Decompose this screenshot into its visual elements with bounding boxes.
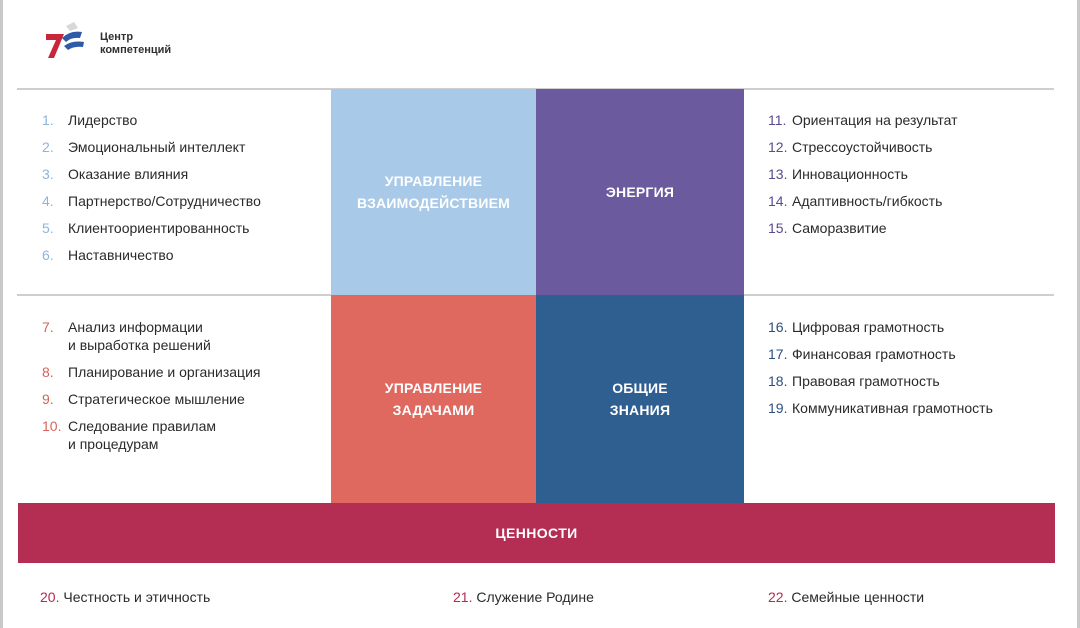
- item-number: 8.: [42, 364, 54, 380]
- list-item: 13.Инновационность: [768, 165, 958, 183]
- item-text: Правовая грамотность: [792, 373, 940, 389]
- quadrant-title-line: УПРАВЛЕНИЕ: [384, 380, 483, 396]
- logo: Центр компетенций: [40, 18, 171, 70]
- value-item: 20. Честность и этичность: [40, 589, 210, 605]
- item-text: Оказание влияния: [68, 166, 189, 182]
- item-text-line: и процедурам: [68, 436, 159, 452]
- item-text-line: и выработка решений: [68, 337, 211, 353]
- quadrant-title-line: УПРАВЛЕНИЕ: [384, 173, 483, 189]
- item-text: Семейные ценности: [791, 589, 925, 605]
- knowledge-competencies-list: 16.Цифровая грамотность 17.Финансовая гр…: [768, 318, 993, 426]
- list-item: 19.Коммуникативная грамотность: [768, 399, 993, 417]
- item-text-line: Следование правилам: [68, 418, 216, 434]
- item-number: 19.: [768, 400, 788, 416]
- quadrant-task-management: УПРАВЛЕНИЕ ЗАДАЧАМИ: [331, 295, 536, 503]
- list-item: 1. Лидерство: [42, 111, 261, 129]
- item-number: 4.: [42, 193, 54, 209]
- item-number: 18.: [768, 373, 788, 389]
- item-text: Инновационность: [792, 166, 908, 182]
- quadrant-title-line: ЗАДАЧАМИ: [392, 402, 475, 418]
- item-number: 5.: [42, 220, 54, 236]
- item-text: Цифровая грамотность: [792, 319, 945, 335]
- item-text: Адаптивность/гибкость: [792, 193, 943, 209]
- item-text: Саморазвитие: [792, 220, 887, 236]
- item-text: Стрессоустойчивость: [792, 139, 933, 155]
- item-number: 2.: [42, 139, 54, 155]
- item-number: 1.: [42, 112, 54, 128]
- item-number: 15.: [768, 220, 788, 236]
- competence-center-logo-icon: [46, 22, 84, 58]
- item-text: Следование правилам и процедурам: [68, 417, 216, 453]
- list-item: 5. Клиентоориентированность: [42, 219, 261, 237]
- item-number: 20.: [40, 589, 60, 605]
- list-item: 2. Эмоциональный интеллект: [42, 138, 261, 156]
- item-number: 10.: [42, 418, 62, 434]
- item-text: Клиентоориентированность: [68, 220, 250, 236]
- item-number: 7.: [42, 319, 54, 335]
- list-item: 9. Стратегическое мышление: [42, 390, 260, 408]
- item-number: 9.: [42, 391, 54, 407]
- quadrant-title-line: ВЗАИМОДЕЙСТВИЕМ: [356, 195, 511, 211]
- item-text: Коммуникативная грамотность: [792, 400, 993, 416]
- item-text: Ориентация на результат: [792, 112, 958, 128]
- item-text: Анализ информации и выработка решений: [68, 318, 211, 354]
- item-text-line: Анализ информации: [68, 319, 203, 335]
- item-number: 13.: [768, 166, 788, 182]
- logo-line-1: Центр: [100, 31, 134, 43]
- list-item: 15.Саморазвитие: [768, 219, 958, 237]
- list-item: 3. Оказание влияния: [42, 165, 261, 183]
- quadrant-interaction-management: УПРАВЛЕНИЕ ВЗАИМОДЕЙСТВИЕМ: [331, 89, 536, 295]
- item-text: Служение Родине: [476, 589, 594, 605]
- value-item: 21. Служение Родине: [453, 589, 594, 605]
- list-item: 14.Адаптивность/гибкость: [768, 192, 958, 210]
- item-number: 6.: [42, 247, 54, 263]
- quadrant-title-line: ОБЩИЕ: [612, 380, 668, 396]
- list-item: 4. Партнерство/Сотрудничество: [42, 192, 261, 210]
- values-title: ЦЕННОСТИ: [495, 525, 578, 541]
- item-number: 22.: [768, 589, 788, 605]
- item-number: 21.: [453, 589, 473, 605]
- list-item: 7. Анализ информации и выработка решений: [42, 318, 260, 354]
- list-item: 17.Финансовая грамотность: [768, 345, 993, 363]
- quadrant-title-line: ЭНЕРГИЯ: [605, 184, 675, 200]
- quadrant-title-line: ЗНАНИЯ: [609, 402, 671, 418]
- list-item: 11. Ориентация на результат: [768, 111, 958, 129]
- list-item: 6. Наставничество: [42, 246, 261, 264]
- list-item: 18.Правовая грамотность: [768, 372, 993, 390]
- item-text: Партнерство/Сотрудничество: [68, 193, 261, 209]
- values-band: ЦЕННОСТИ: [18, 503, 1055, 563]
- item-text: Планирование и организация: [68, 364, 261, 380]
- quadrant-general-knowledge: ОБЩИЕ ЗНАНИЯ: [536, 295, 744, 503]
- value-item: 22. Семейные ценности: [768, 589, 924, 605]
- item-number: 17.: [768, 346, 788, 362]
- list-item: 16.Цифровая грамотность: [768, 318, 993, 336]
- item-number: 3.: [42, 166, 54, 182]
- item-text: Честность и этичность: [63, 589, 211, 605]
- left-frame-line: [0, 0, 3, 628]
- list-item: 8. Планирование и организация: [42, 363, 260, 381]
- logo-text: Центр компетенций: [100, 31, 171, 57]
- item-text: Стратегическое мышление: [68, 391, 245, 407]
- item-text: Эмоциональный интеллект: [68, 139, 246, 155]
- logo-line-2: компетенций: [100, 44, 172, 56]
- item-number: 12.: [768, 139, 788, 155]
- item-number: 11.: [768, 112, 787, 128]
- item-text: Лидерство: [68, 112, 138, 128]
- item-number: 16.: [768, 319, 788, 335]
- right-frame-line: [1077, 0, 1080, 628]
- energy-competencies-list: 11. Ориентация на результат 12.Стрессоуст…: [768, 111, 958, 246]
- list-item: 12.Стрессоустойчивость: [768, 138, 958, 156]
- interaction-competencies-list: 1. Лидерство 2. Эмоциональный интеллект 3.…: [42, 111, 261, 273]
- item-text: Финансовая грамотность: [792, 346, 956, 362]
- item-text: Наставничество: [68, 247, 174, 263]
- item-number: 14.: [768, 193, 788, 209]
- quadrant-energy: ЭНЕРГИЯ: [536, 89, 744, 295]
- task-competencies-list: 7. Анализ информации и выработка решений 8…: [42, 318, 260, 462]
- list-item: 10. Следование правилам и процедурам: [42, 417, 260, 453]
